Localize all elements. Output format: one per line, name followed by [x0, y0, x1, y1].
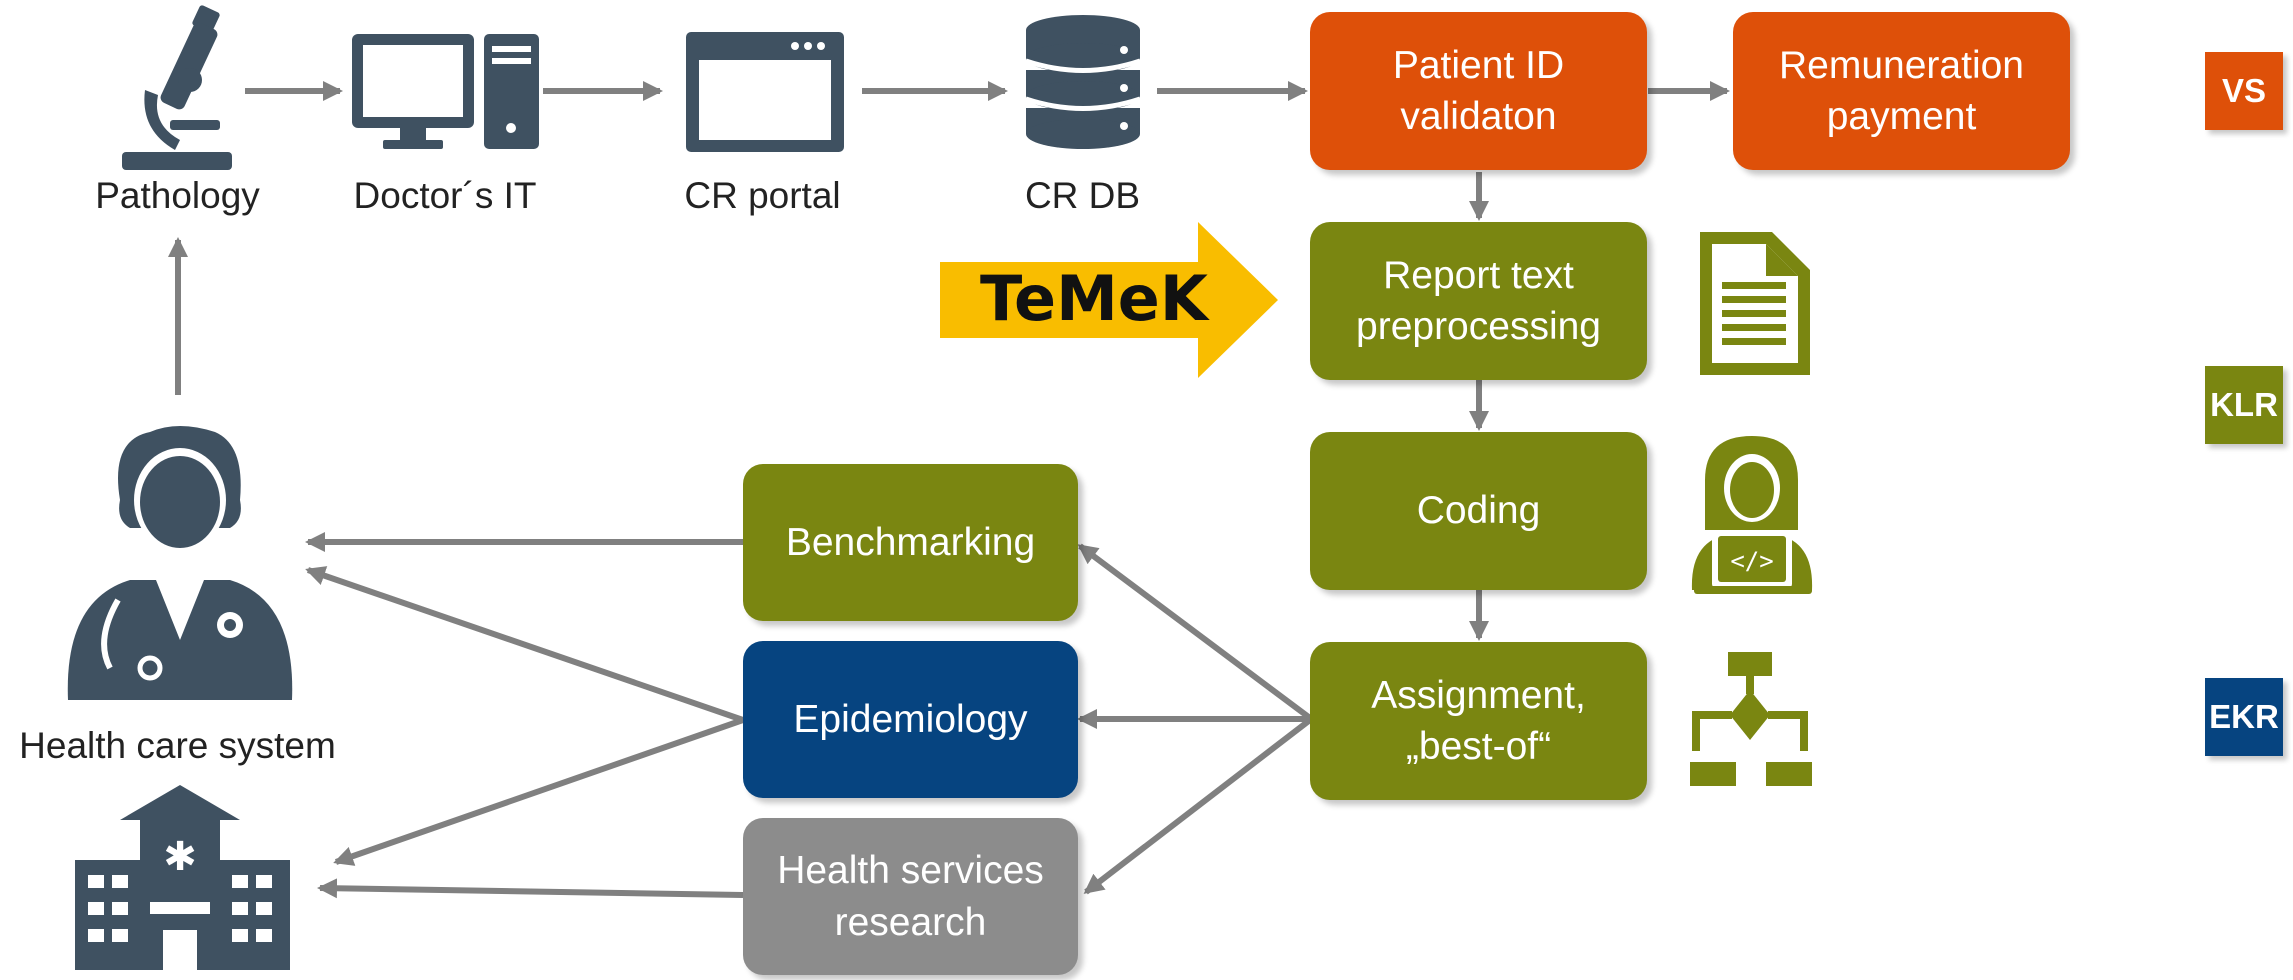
- microscope-icon: [122, 5, 232, 170]
- desktop-computer-icon: [352, 34, 539, 149]
- browser-window-icon: [686, 32, 844, 152]
- patient-id-validation-box: Patient ID validaton: [1310, 12, 1647, 170]
- cr-db-label: CR DB: [1024, 175, 1141, 216]
- coding-box: Coding: [1310, 432, 1647, 590]
- remuneration-payment-box: Remuneration payment: [1733, 12, 2070, 170]
- assignment-best-of-box: Assignment, „best-of“: [1310, 642, 1647, 800]
- svg-text:✱: ✱: [163, 834, 197, 880]
- database-icon: [1025, 15, 1141, 149]
- document-icon: [1700, 232, 1810, 375]
- tag-vs: VS: [2205, 52, 2283, 130]
- hospital-icon: ✱: [75, 785, 290, 970]
- doctor-icon: [67, 426, 293, 700]
- temek-arrow: [940, 222, 1278, 378]
- coder-icon: </>: [1691, 436, 1813, 594]
- health-care-system-label: Health care system: [19, 725, 336, 766]
- flow-arrows: [168, 81, 1730, 899]
- pathology-label: Pathology: [95, 175, 260, 216]
- benchmarking-box: Benchmarking: [743, 464, 1078, 621]
- cr-portal-label: CR portal: [684, 175, 841, 216]
- health-services-research-box: Health services research: [743, 818, 1078, 975]
- flowchart-icon: [1690, 652, 1812, 786]
- tag-ekr: EKR: [2205, 678, 2283, 756]
- tag-klr: KLR: [2205, 366, 2283, 444]
- svg-text:</>: </>: [1730, 547, 1773, 575]
- report-text-preprocessing-box: Report text preprocessing: [1310, 222, 1647, 380]
- temek-label: TeMeK: [980, 262, 1208, 335]
- epidemiology-box: Epidemiology: [743, 641, 1078, 798]
- doctors-it-label: Doctor´s IT: [353, 175, 537, 216]
